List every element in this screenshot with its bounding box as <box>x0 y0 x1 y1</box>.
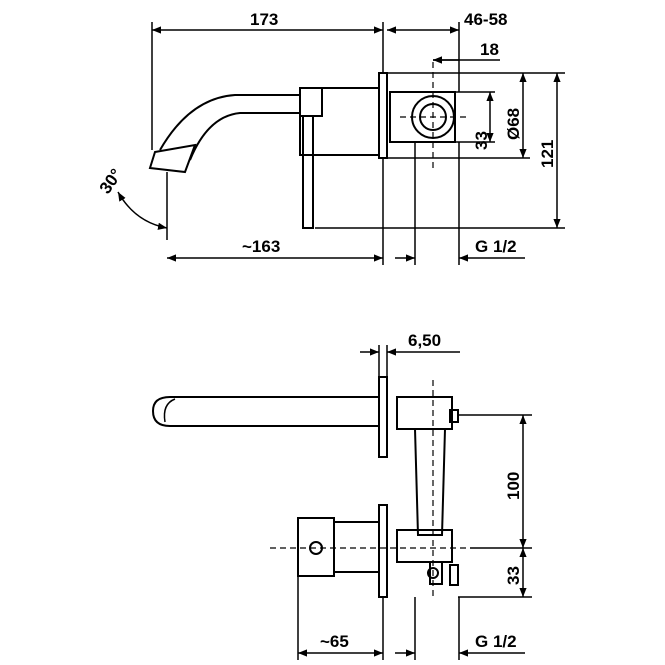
side-handle <box>297 517 335 577</box>
dim-center-distance: 100 <box>504 472 523 500</box>
dim-handle-reach: ~65 <box>320 632 349 651</box>
dim-connection-thread-side: G 1/2 <box>475 632 517 651</box>
dim-spout-angle: 30° <box>96 165 126 197</box>
spout-arm <box>159 94 300 161</box>
dim-lower-offset: 33 <box>504 566 523 585</box>
side-spout-body <box>396 396 453 430</box>
side-valve-body <box>396 529 453 563</box>
spout-tip <box>148 143 197 174</box>
wall-plate <box>378 72 388 159</box>
dim-spout-reach: ~163 <box>242 237 280 256</box>
spout-body <box>299 87 380 156</box>
dim-total-height: 121 <box>538 140 557 168</box>
dim-plate-thickness: 6,50 <box>408 331 441 350</box>
side-spout <box>151 396 380 427</box>
dim-rosette-diameter: Ø68 <box>504 108 523 140</box>
side-riser <box>413 428 447 536</box>
side-wall-plate <box>378 376 388 458</box>
dim-overall-length: 173 <box>250 10 278 29</box>
dim-body-offset: 18 <box>480 40 499 59</box>
dim-connection-thread-top: G 1/2 <box>475 237 517 256</box>
handle-stem <box>302 115 314 229</box>
dim-wall-depth: 46-58 <box>464 10 507 29</box>
side-view: 6,50 100 33 ~65 G 1/2 <box>151 331 532 660</box>
top-view: 173 46-58 18 33 Ø68 121 30° ~163 <box>96 10 565 265</box>
handle-lever <box>299 87 323 117</box>
dim-body-height: 33 <box>472 131 491 150</box>
side-wall-plate-lower <box>378 504 388 598</box>
